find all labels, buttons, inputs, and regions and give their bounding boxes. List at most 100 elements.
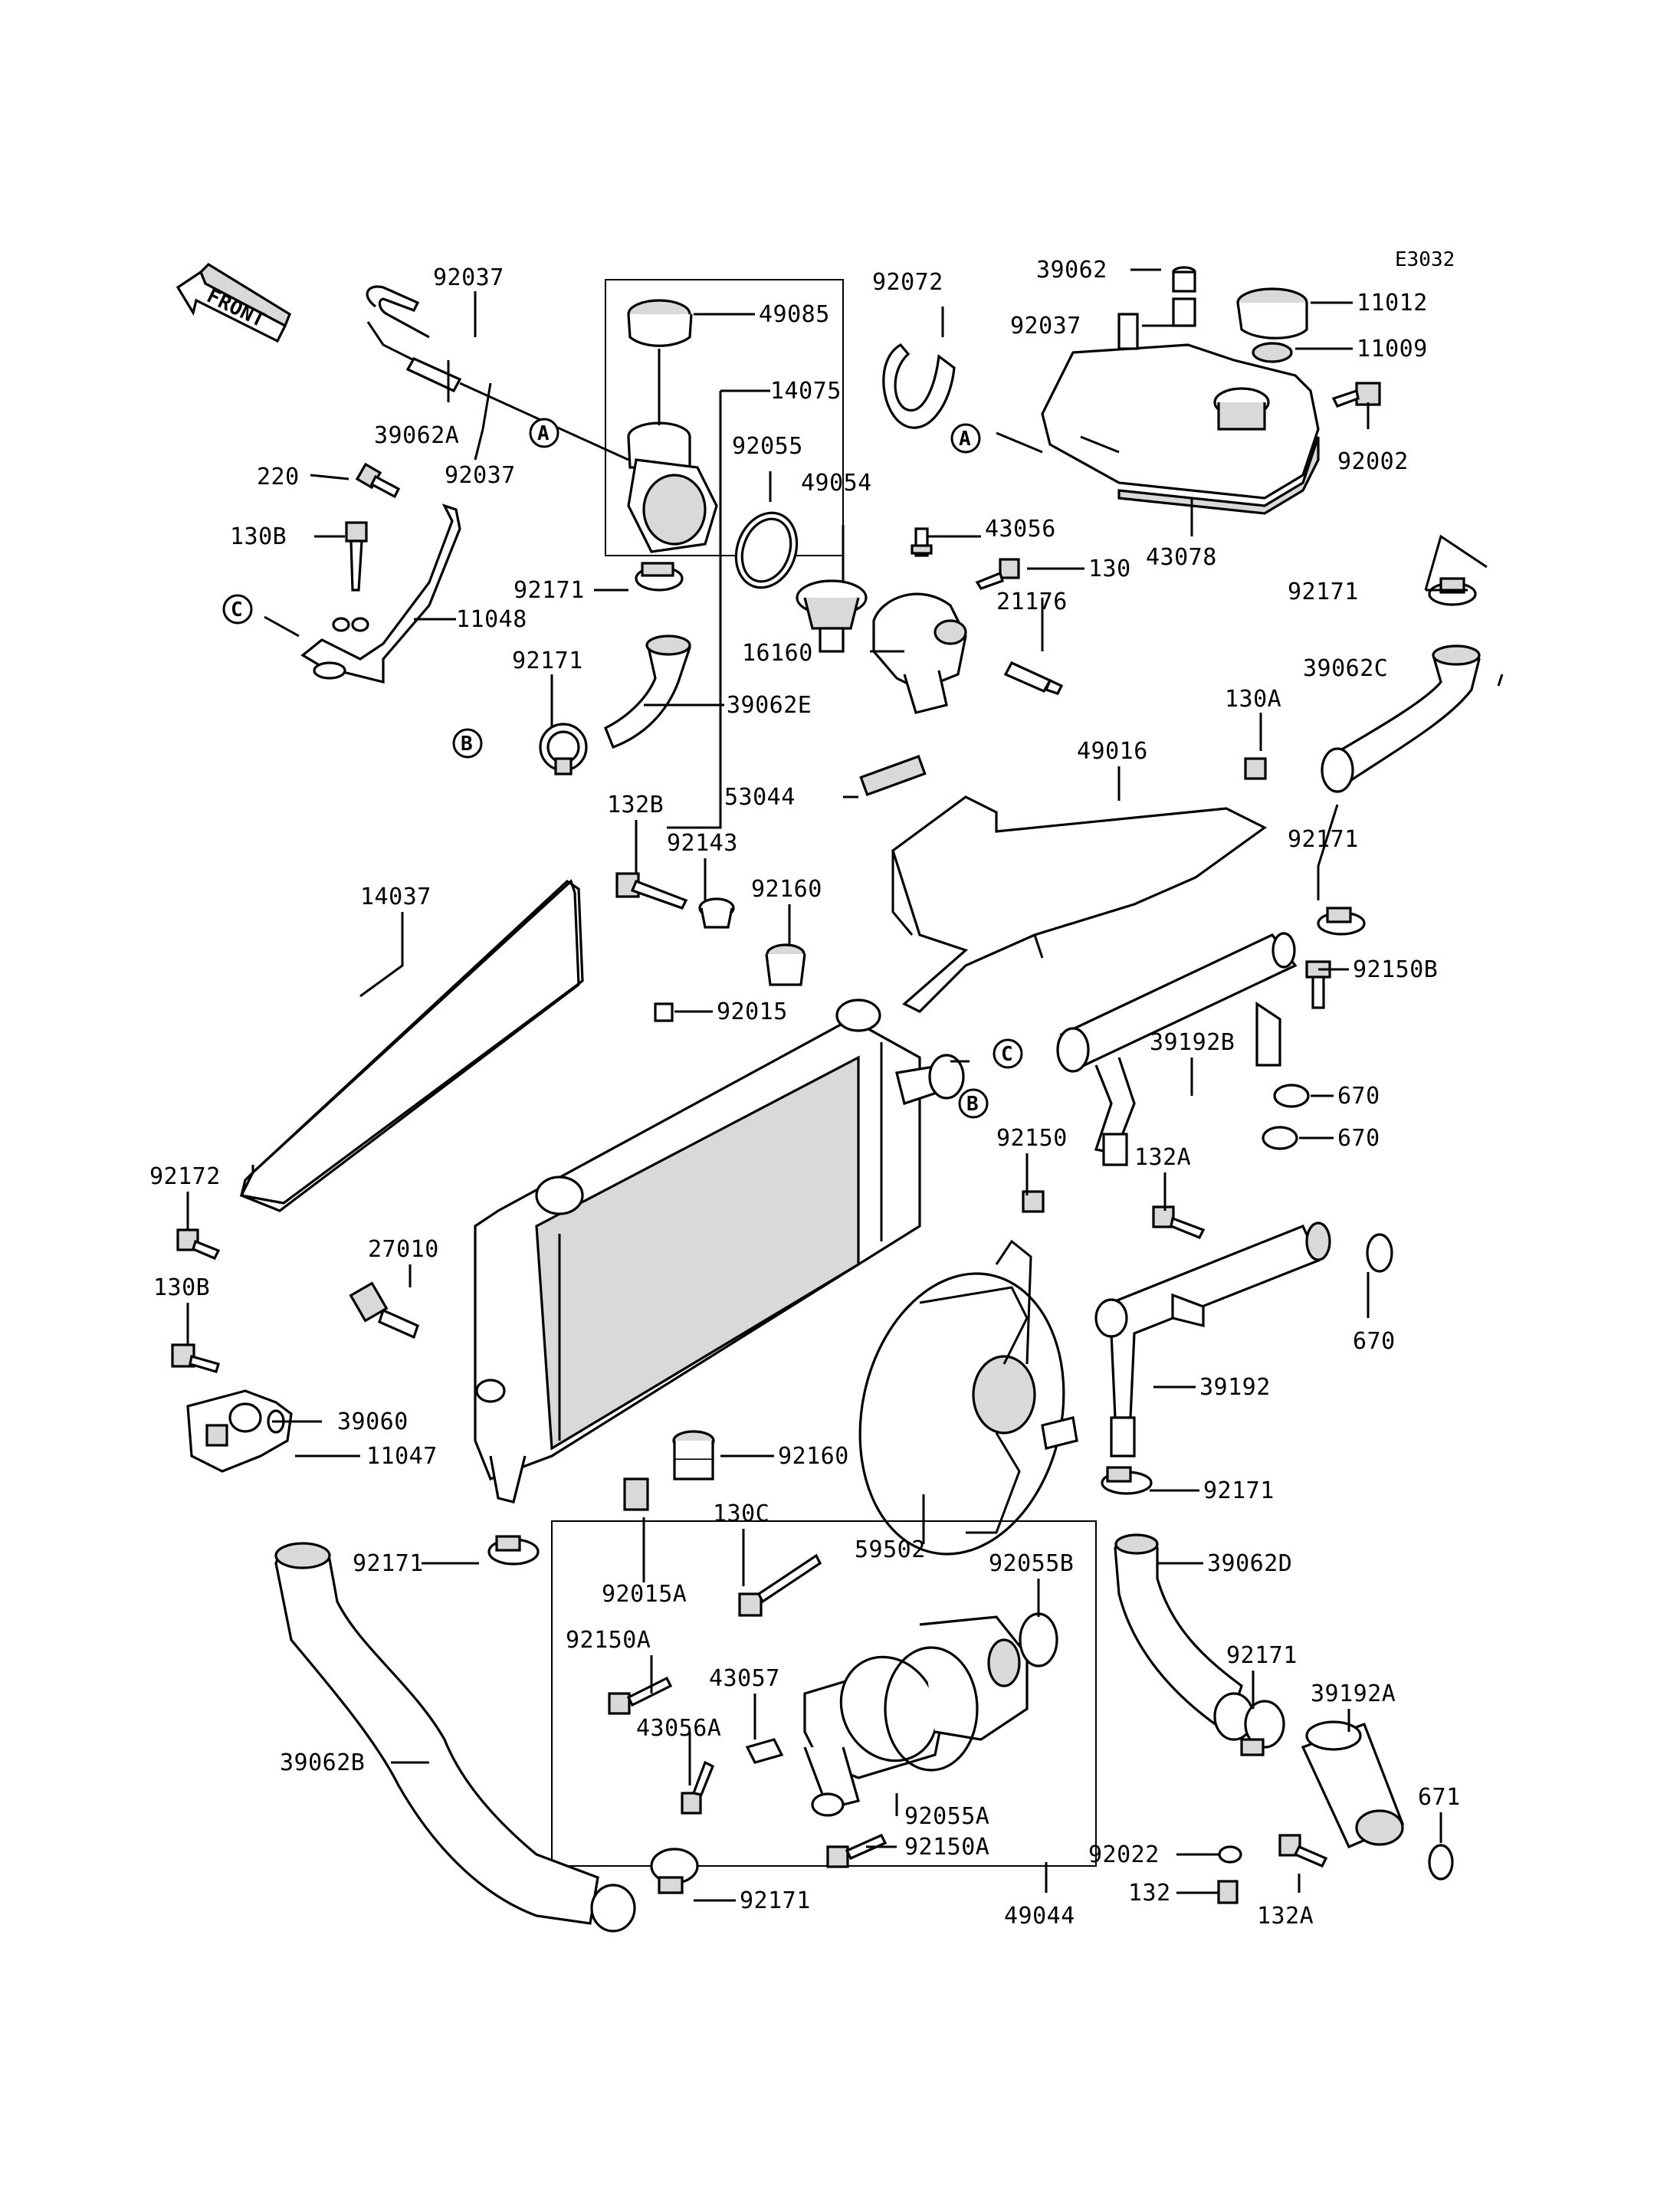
label-130C: 130C <box>713 1500 769 1527</box>
label-92022: 92022 <box>1088 1841 1160 1868</box>
filler-neck-assembly <box>605 279 844 556</box>
bolt-130B-top <box>345 521 368 592</box>
label-92143: 92143 <box>667 830 738 857</box>
label-39062E: 39062E <box>727 692 812 719</box>
o-ring-92055A <box>884 1646 979 1772</box>
label-14075: 14075 <box>770 378 842 405</box>
label-92015A: 92015A <box>602 1581 687 1608</box>
hose-39062D <box>1114 1533 1255 1741</box>
clamp-92171-b <box>539 723 588 776</box>
label-11009: 11009 <box>1357 336 1428 362</box>
callout-b-2: B <box>966 1093 979 1116</box>
pipe-39192B <box>1056 932 1298 1166</box>
label-671: 671 <box>1418 1784 1461 1811</box>
diagram-code: E3032 <box>1395 248 1455 271</box>
label-92055B: 92055B <box>989 1550 1074 1577</box>
screen-14037 <box>239 879 584 1212</box>
label-39192A: 39192A <box>1311 1681 1396 1707</box>
plug-132 <box>1217 1880 1239 1904</box>
switch-27010 <box>349 1281 419 1340</box>
label-92171-c: 92171 <box>1288 579 1359 605</box>
label-92171-f: 92171 <box>1226 1642 1298 1669</box>
label-92171-d: 92171 <box>1288 826 1359 853</box>
callout-b-1: B <box>461 733 473 756</box>
rubber-53044 <box>859 754 927 797</box>
bolt-132A <box>1152 1205 1206 1240</box>
label-11047: 11047 <box>366 1443 438 1470</box>
label-43078: 43078 <box>1146 544 1217 571</box>
callout-circles: A A B B C C <box>222 418 1023 1119</box>
label-92015: 92015 <box>717 998 788 1025</box>
radiator-39060 <box>474 998 965 1503</box>
fan-59502 <box>858 1239 1078 1556</box>
label-132: 132 <box>1128 1880 1171 1907</box>
bracket-11048 <box>300 503 461 684</box>
label-11048: 11048 <box>456 606 527 633</box>
reserve-tank-43078 <box>1041 266 1320 515</box>
clip-92015 <box>654 1002 674 1022</box>
o-ring-670-b <box>1262 1126 1298 1150</box>
label-92150A-top: 92150A <box>566 1627 651 1654</box>
fitting-43056 <box>911 527 933 557</box>
label-130B-bottom: 130B <box>153 1274 210 1301</box>
label-49044: 49044 <box>1004 1903 1075 1930</box>
label-39192: 39192 <box>1199 1374 1271 1401</box>
label-14037: 14037 <box>360 884 431 910</box>
label-130A: 130A <box>1225 686 1281 713</box>
label-39062: 39062 <box>1036 257 1107 284</box>
label-11012: 11012 <box>1357 290 1428 316</box>
label-43056: 43056 <box>985 516 1056 543</box>
shroud-49016 <box>891 795 1268 1013</box>
label-39192B: 39192B <box>1150 1029 1235 1056</box>
bolt-43056A <box>681 1760 715 1815</box>
hose-39062C <box>1321 644 1481 793</box>
label-92072: 92072 <box>872 269 943 296</box>
o-ring-670-c <box>1366 1233 1393 1273</box>
label-39062A: 39062A <box>374 422 459 449</box>
label-92002: 92002 <box>1337 448 1409 475</box>
clamp-92171-e <box>1101 1466 1153 1495</box>
label-53044: 53044 <box>724 784 796 811</box>
clamp-92171-a <box>635 562 684 592</box>
grommet-92160-bottom <box>672 1430 715 1481</box>
water-pump-49044 <box>551 1520 1097 1867</box>
gasket-43057 <box>745 1738 784 1764</box>
label-39060: 39060 <box>337 1408 409 1435</box>
clamp-92171-f <box>1240 1700 1285 1756</box>
label-21176: 21176 <box>996 589 1068 615</box>
clamp-92171-g <box>487 1535 540 1566</box>
pipe-39192 <box>1094 1221 1331 1458</box>
label-220: 220 <box>257 464 300 490</box>
label-49016: 49016 <box>1077 738 1148 765</box>
label-670-b: 670 <box>1337 1125 1380 1152</box>
label-92160-bottom: 92160 <box>778 1443 849 1470</box>
clamp-92171-c <box>1428 577 1477 606</box>
sensor-21176 <box>1003 661 1064 695</box>
label-132B: 132B <box>607 792 664 818</box>
label-16160: 16160 <box>742 640 813 667</box>
bolt-130C <box>738 1553 822 1617</box>
o-ring-671 <box>1428 1844 1454 1881</box>
label-132A: 132A <box>1134 1144 1191 1171</box>
bolt-92002 <box>1331 382 1381 408</box>
label-92055: 92055 <box>732 433 803 460</box>
hose-39062B <box>274 1542 636 1933</box>
label-92037-c: 92037 <box>1010 313 1081 339</box>
callout-c-1: C <box>231 598 243 621</box>
bolt-92150A-bottom <box>826 1833 888 1868</box>
label-49054: 49054 <box>801 470 872 497</box>
callout-a-2: A <box>959 428 971 451</box>
label-92171-g: 92171 <box>353 1550 424 1577</box>
label-130B-top: 130B <box>230 523 287 550</box>
bolt-92150B <box>1305 960 1331 1009</box>
thermostat-housing-16160 <box>872 592 967 714</box>
label-92037-a: 92037 <box>433 264 504 291</box>
clamp-92072 <box>882 343 956 429</box>
bolt-132A-bottom <box>1278 1834 1328 1868</box>
label-670-c: 670 <box>1353 1328 1396 1355</box>
label-132A-bottom: 132A <box>1257 1903 1314 1930</box>
label-92037-b: 92037 <box>445 462 516 489</box>
hose-39062E <box>603 635 691 749</box>
